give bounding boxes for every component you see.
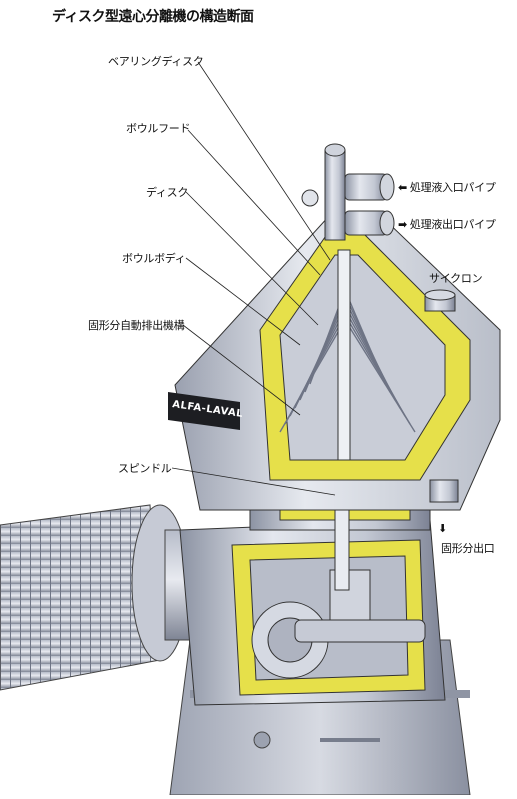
- leader-lines: [171, 61, 336, 496]
- label-outlet: ➡処理液出口パイプ: [398, 216, 496, 232]
- label-cyclone: サイクロン: [429, 272, 483, 285]
- label-spindle: スピンドル: [118, 462, 172, 475]
- diagram-title: ディスク型遠心分離機の構造断面: [52, 9, 254, 25]
- leader-bearing-disc: [197, 61, 331, 261]
- label-discharge: 固形分自動排出機構: [88, 319, 185, 332]
- left-arrow-icon: ⬅: [398, 181, 407, 194]
- leader-discharge: [182, 324, 301, 416]
- label-bowl-hood: ボウルフード: [126, 122, 191, 135]
- leader-bowl-body: [185, 257, 301, 346]
- bowl-casing: [174, 214, 501, 511]
- label-inlet-text: 処理液入口パイプ: [409, 181, 496, 194]
- label-bowl-body: ボウルボディ: [122, 252, 186, 265]
- brand-plate: [168, 392, 240, 430]
- pipes: [301, 143, 395, 241]
- right-arrow-icon: ➡: [398, 218, 407, 231]
- solids-arrow-icon: ⬇: [438, 522, 447, 535]
- gear-housing: [179, 519, 446, 706]
- label-bearing-disc: ベアリングディスク: [108, 55, 204, 68]
- label-disc: ディスク: [146, 186, 189, 199]
- leader-spindle: [171, 467, 336, 496]
- label-solids-outlet: 固形分出口: [441, 542, 495, 555]
- leader-disc: [185, 191, 319, 326]
- label-inlet: ⬅処理液入口パイプ: [398, 179, 496, 195]
- solids-outlet-port: [429, 479, 459, 503]
- label-outlet-text: 処理液出口パイプ: [409, 218, 496, 231]
- cyclone-port: [424, 289, 456, 312]
- leader-bowl-hood: [187, 129, 321, 276]
